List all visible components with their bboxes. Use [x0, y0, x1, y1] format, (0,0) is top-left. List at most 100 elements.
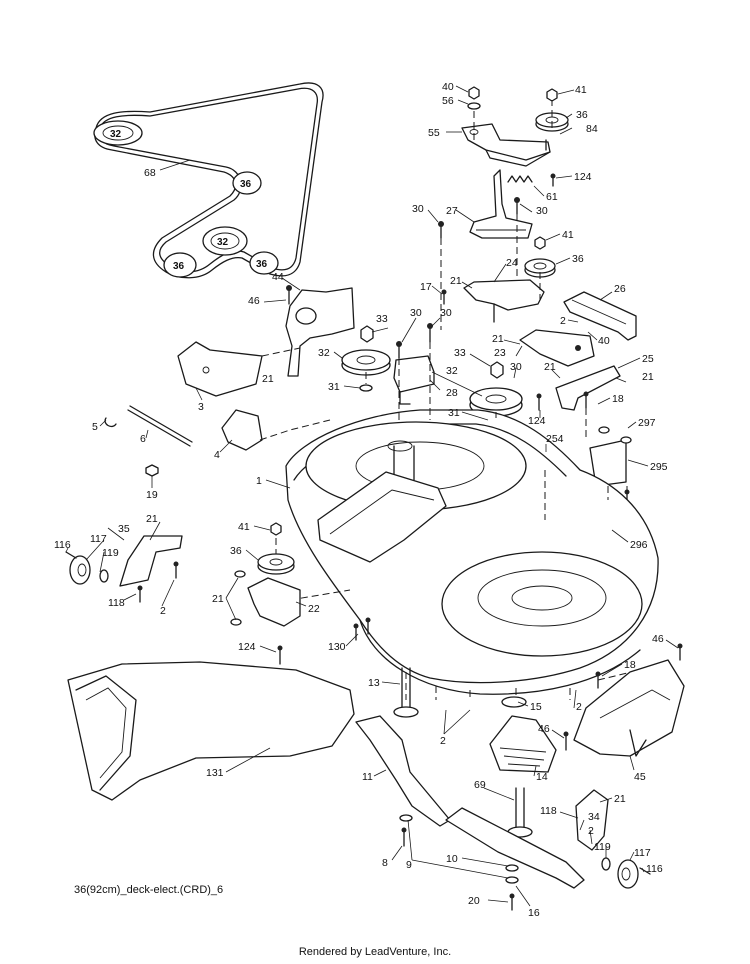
idler-arm-35[interactable]: [119, 535, 183, 587]
callout-124: 124: [574, 171, 592, 183]
bracket-25[interactable]: [555, 365, 621, 411]
callout-15: 15: [530, 701, 542, 713]
callout-8: 8: [382, 857, 388, 869]
callout-14: 14: [536, 771, 548, 783]
washers-21-lower[interactable]: [230, 570, 246, 626]
bolt-116-right[interactable]: [639, 867, 651, 875]
bolt-2-left[interactable]: [173, 561, 179, 579]
callout-117: 117: [90, 533, 107, 545]
bolt-46-top[interactable]: [286, 285, 292, 305]
washer-56[interactable]: [467, 102, 481, 110]
spindle-13[interactable]: [393, 667, 419, 718]
rod-6[interactable]: [127, 405, 193, 447]
pulley-32-left[interactable]: [341, 349, 391, 376]
clip-5[interactable]: [104, 417, 117, 428]
callout-116: 116: [646, 863, 663, 875]
callout-46: 46: [538, 723, 550, 735]
callout-16: 16: [528, 907, 540, 919]
idler-arm-34[interactable]: [575, 789, 609, 851]
bolt-30-right[interactable]: [514, 197, 520, 215]
nut-41-lower[interactable]: [270, 522, 282, 536]
callout-23: 23: [494, 347, 506, 359]
nut-41-middle[interactable]: [534, 236, 546, 250]
callout-19: 19: [146, 489, 158, 501]
shield-295[interactable]: [589, 439, 627, 487]
callout-34: 34: [588, 811, 600, 823]
bracket-22[interactable]: [247, 577, 301, 627]
callout-18: 18: [612, 393, 624, 405]
idler-wheel-117-left[interactable]: [69, 555, 91, 585]
callout-41: 41: [238, 521, 250, 533]
pulley-36-middle[interactable]: [524, 258, 556, 278]
callout-2: 2: [588, 825, 594, 837]
callout-30: 30: [440, 307, 452, 319]
shield-45[interactable]: [573, 659, 685, 757]
callout-32: 32: [446, 365, 458, 377]
callout-69: 69: [474, 779, 486, 791]
callout-5: 5: [92, 421, 98, 433]
washer-119-right[interactable]: [601, 857, 611, 871]
spring-61[interactable]: [507, 175, 533, 183]
blade-16[interactable]: [445, 807, 585, 889]
bolt-124-center[interactable]: [536, 393, 542, 411]
bolt-46-center[interactable]: [563, 731, 569, 751]
bolts-130[interactable]: [353, 617, 371, 641]
callout-3: 3: [198, 401, 204, 413]
callout-124: 124: [238, 641, 256, 653]
bolt-18-right[interactable]: [595, 671, 601, 689]
callout-31: 31: [448, 407, 460, 419]
callout-56: 56: [442, 95, 454, 107]
drive-belt[interactable]: [94, 82, 324, 279]
bolt-118-left[interactable]: [137, 585, 143, 603]
spindle-housing-14[interactable]: [489, 715, 557, 773]
bracket-24[interactable]: [463, 279, 545, 323]
pulley-label: 32: [217, 237, 229, 248]
callout-46: 46: [652, 633, 664, 645]
bolt-18-top[interactable]: [583, 391, 589, 409]
pulley-label: 36: [240, 179, 252, 190]
washers-9-10[interactable]: [399, 814, 519, 884]
callout-130: 130: [328, 641, 346, 653]
washer-119-left[interactable]: [99, 569, 109, 583]
discharge-chute-insert[interactable]: [317, 471, 447, 563]
callout-254: 254: [546, 433, 564, 445]
callout-295: 295: [650, 461, 668, 473]
nut-33-left[interactable]: [360, 325, 374, 343]
callout-41: 41: [575, 84, 587, 96]
bolt-46-right[interactable]: [677, 643, 683, 661]
bracket-26[interactable]: [563, 291, 637, 341]
callout-116: 116: [54, 539, 71, 551]
bracket-44[interactable]: [285, 287, 355, 377]
nut-40-top[interactable]: [468, 86, 480, 100]
pulley-36-lower[interactable]: [257, 553, 295, 575]
callout-31: 31: [328, 381, 340, 393]
bolt-8[interactable]: [401, 827, 407, 847]
idler-wheel-117-right[interactable]: [617, 859, 639, 889]
bracket-3[interactable]: [177, 341, 263, 397]
washer-31-left[interactable]: [359, 384, 373, 392]
nuts-297[interactable]: [598, 426, 632, 444]
idler-arm-55[interactable]: [461, 123, 551, 167]
discharge-chute-131[interactable]: [67, 661, 355, 801]
callout-119: 119: [594, 841, 611, 853]
callout-21: 21: [146, 513, 158, 525]
bolt-116-left[interactable]: [65, 551, 77, 559]
callout-21: 21: [614, 793, 626, 805]
bolt-17[interactable]: [441, 289, 447, 305]
bracket-23[interactable]: [519, 329, 595, 367]
belt-pulley-diagram: 32 36 32 36 36: [93, 120, 279, 278]
callout-10: 10: [446, 853, 458, 865]
nut-19[interactable]: [145, 464, 159, 477]
bolt-30-left[interactable]: [438, 221, 444, 239]
nut-41-top[interactable]: [546, 88, 558, 102]
bolt-124-top[interactable]: [550, 173, 556, 187]
bracket-28[interactable]: [393, 355, 435, 405]
callout-21: 21: [262, 373, 274, 385]
bolt-124-lower[interactable]: [277, 645, 283, 665]
bolt-20[interactable]: [509, 893, 515, 911]
nut-33-right[interactable]: [490, 361, 504, 379]
callout-32: 32: [318, 347, 330, 359]
spindle-69[interactable]: [507, 787, 533, 838]
bolts-30-center[interactable]: [396, 323, 433, 359]
bearing-15[interactable]: [501, 696, 527, 708]
